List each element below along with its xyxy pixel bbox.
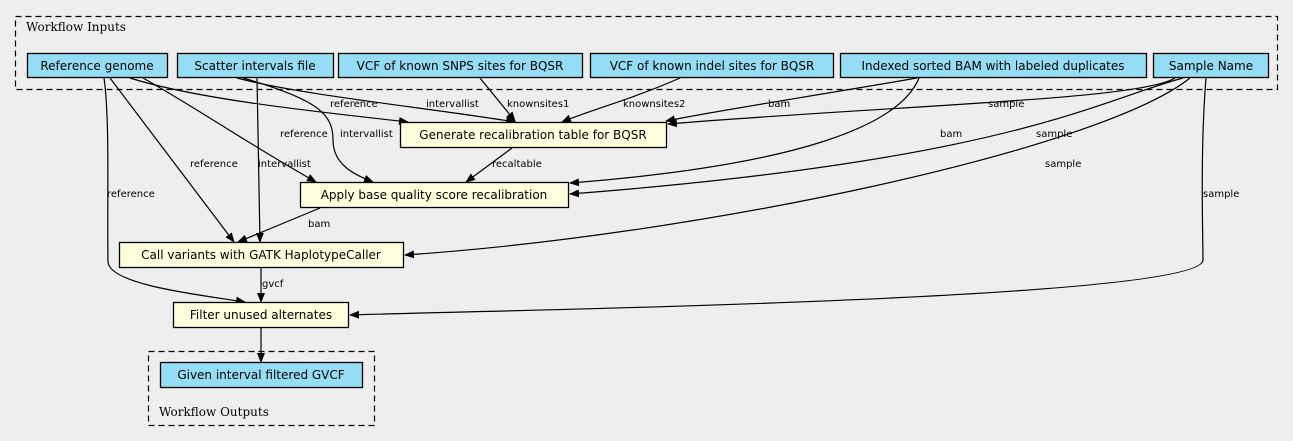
edge-label: recaltable <box>492 159 542 170</box>
edge-reference <box>129 77 409 125</box>
step-generate-recal-table[interactable]: Generate recalibration table for BQSR <box>399 121 668 149</box>
node-label: Call variants with GATK HaplotypeCaller <box>141 248 381 262</box>
edge-label: sample <box>988 99 1024 110</box>
edge-intervallist <box>242 77 374 183</box>
cluster-label: Workflow Outputs <box>159 405 269 419</box>
node-label: Generate recalibration table for BQSR <box>419 128 646 142</box>
edge-sample <box>349 77 1207 319</box>
edge-knownsites2 <box>561 77 681 123</box>
edge-reference <box>109 77 235 243</box>
edge-label: knownsites2 <box>623 99 685 110</box>
edge-label: reference <box>107 189 155 200</box>
edge-label: reference <box>330 99 378 110</box>
edge-label: sample <box>1045 159 1081 170</box>
node-label: Indexed sorted BAM with labeled duplicat… <box>861 59 1124 73</box>
edge-label: reference <box>280 129 328 140</box>
edge-sample <box>569 77 1184 198</box>
node-label: Scatter intervals file <box>194 59 315 73</box>
cluster-label: Workflow Inputs <box>26 20 126 34</box>
node-label: VCF of known SNPS sites for BQSR <box>357 59 564 73</box>
edge-label: intervallist <box>340 129 393 140</box>
edge-bam <box>665 77 918 124</box>
edge-bam <box>569 77 920 187</box>
edge-reference <box>142 77 317 183</box>
edge-label: bam <box>768 99 790 110</box>
node-label: Given interval filtered GVCF <box>177 368 344 382</box>
edge-sample <box>404 77 1191 259</box>
edge-label: reference <box>190 159 238 170</box>
step-apply-bqsr[interactable]: Apply base quality score recalibration <box>299 181 570 209</box>
node-label: Sample Name <box>1169 59 1253 73</box>
step-filter-alternates[interactable]: Filter unused alternates <box>172 301 350 329</box>
edge-reference <box>103 77 246 305</box>
node-label: Reference genome <box>40 59 153 73</box>
edge-label: intervallist <box>258 159 311 170</box>
edge-bam <box>237 207 321 243</box>
node-label: Filter unused alternates <box>190 308 332 322</box>
input-scatter-intervals-file[interactable]: Scatter intervals file <box>176 52 335 79</box>
edge-label: sample <box>1203 189 1239 200</box>
node-label: VCF of known indel sites for BQSR <box>610 59 815 73</box>
step-haplotype-caller[interactable]: Call variants with GATK HaplotypeCaller <box>118 241 405 269</box>
cluster-workflow-inputs: Workflow Inputs <box>14 15 1279 91</box>
edge-recaltable <box>465 147 513 183</box>
input-indexed-bam[interactable]: Indexed sorted BAM with labeled duplicat… <box>839 52 1148 79</box>
edge-label: bam <box>940 129 962 140</box>
input-known-indel-vcf[interactable]: VCF of known indel sites for BQSR <box>589 52 835 79</box>
edge-label: bam <box>308 219 330 230</box>
edge-label: intervallist <box>426 99 479 110</box>
edge-knownsites1 <box>479 77 516 122</box>
input-sample-name[interactable]: Sample Name <box>1152 52 1270 79</box>
edge-intervallist <box>255 77 264 243</box>
node-label: Apply base quality score recalibration <box>321 188 548 202</box>
output-filtered-gvcf[interactable]: Given interval filtered GVCF <box>159 361 364 389</box>
input-reference-genome[interactable]: Reference genome <box>26 52 169 79</box>
input-known-snps-vcf[interactable]: VCF of known SNPS sites for BQSR <box>337 52 584 79</box>
edge-label: sample <box>1036 129 1072 140</box>
edge-sample <box>667 77 1176 128</box>
edge-label: gvcf <box>262 279 284 290</box>
edge-label: knownsites1 <box>507 99 569 110</box>
